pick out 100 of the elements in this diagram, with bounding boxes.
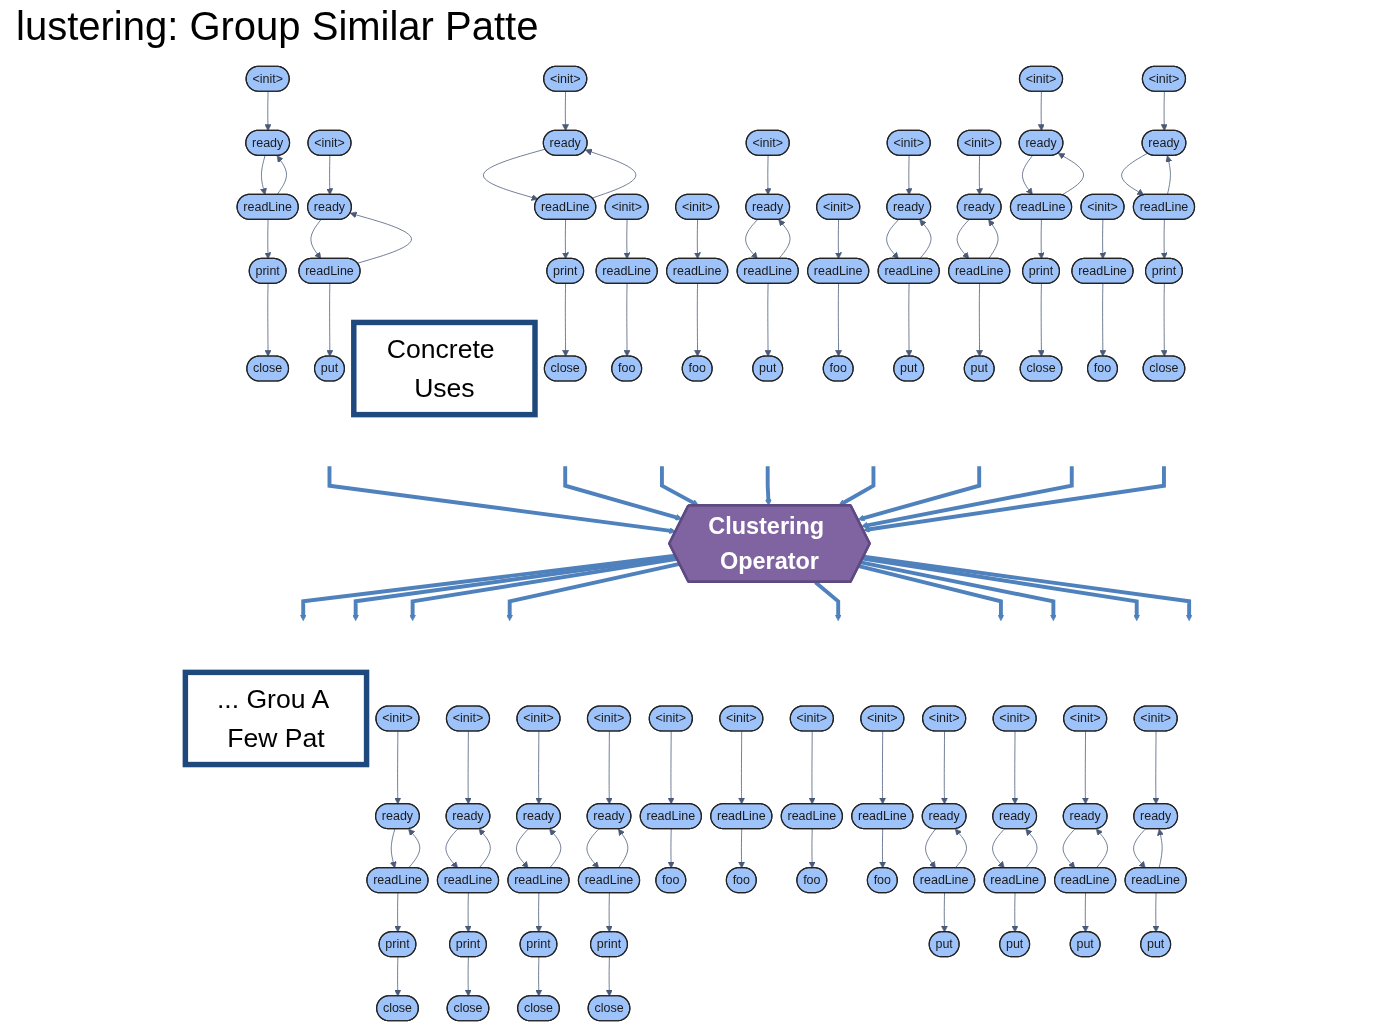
flow-arrow	[858, 564, 1005, 622]
slide-title: lustering: Group Similar Patte	[16, 4, 540, 49]
method-node: print	[378, 931, 417, 958]
method-node: print	[248, 257, 287, 284]
method-node: <init>	[886, 129, 931, 156]
method-node: ready	[1141, 129, 1187, 156]
method-node: print	[1144, 257, 1183, 284]
method-node: <init>	[375, 705, 420, 732]
method-node: ready	[1062, 803, 1108, 830]
method-node: <init>	[307, 129, 352, 156]
method-node: <init>	[992, 705, 1037, 732]
method-node: ready	[445, 803, 491, 830]
method-node: <init>	[586, 705, 632, 732]
method-node: readLine	[780, 803, 843, 830]
method-node: readLine	[1132, 193, 1196, 220]
method-node: ready	[1018, 129, 1064, 156]
method-node: readLine	[851, 803, 914, 830]
method-node: readLine	[983, 867, 1046, 894]
method-node: readLine	[366, 867, 429, 894]
method-node: close	[1142, 355, 1186, 382]
method-node: close	[376, 995, 419, 1022]
method-node: <init>	[675, 193, 720, 220]
method-node: close	[246, 355, 290, 382]
method-node: readLine	[913, 867, 976, 894]
method-node: <init>	[860, 705, 905, 732]
flow-arrow	[863, 554, 1193, 622]
flow-arrow	[838, 466, 876, 506]
method-node: ready	[1133, 803, 1179, 830]
speech-bubble: ... Grou A Few Pat	[182, 669, 370, 768]
operator-hexagon: Clustering Operator	[668, 504, 871, 583]
method-node: <init>	[245, 65, 290, 92]
method-node: close	[543, 355, 587, 382]
method-node: ready	[542, 129, 588, 156]
method-node: readLine	[807, 257, 870, 284]
method-node: <init>	[816, 193, 861, 220]
method-node: <init>	[543, 65, 588, 92]
flow-arrow	[862, 556, 1141, 622]
flow-arrow	[409, 557, 678, 622]
method-node: <init>	[1133, 705, 1178, 732]
method-node: print	[519, 931, 558, 958]
method-node: print	[546, 257, 585, 284]
method-node: foo	[1086, 355, 1118, 382]
flow-arrow	[563, 466, 683, 521]
flow-arrow	[764, 466, 772, 506]
method-node: put	[963, 355, 995, 382]
method-node: ready	[375, 803, 420, 830]
method-node: ready	[956, 193, 1002, 220]
method-node: close	[1019, 355, 1063, 382]
method-node: ready	[992, 803, 1038, 830]
method-node: readLine	[534, 193, 597, 220]
method-node: readLine	[639, 803, 702, 830]
flow-arrow	[860, 560, 1057, 622]
method-node: <init>	[957, 129, 1002, 156]
method-node: readLine	[877, 257, 940, 284]
method-node: <init>	[1141, 65, 1187, 92]
method-node: <init>	[1080, 193, 1125, 220]
method-node: <init>	[516, 705, 561, 732]
method-node: readLine	[710, 803, 773, 830]
method-node: print	[449, 931, 487, 958]
method-node: foo	[796, 867, 828, 894]
method-node: foo	[611, 355, 643, 382]
flow-arrow	[506, 562, 681, 622]
method-node: readLine	[948, 257, 1011, 284]
method-node: put	[1069, 931, 1101, 958]
method-node: put	[752, 355, 784, 382]
method-node: foo	[866, 867, 898, 894]
method-node: ready	[745, 193, 791, 220]
method-node: ready	[516, 803, 561, 830]
flow-arrow	[862, 466, 1166, 533]
method-node: readLine	[595, 257, 658, 284]
method-node: put	[928, 931, 960, 958]
flow-arrow	[857, 466, 982, 522]
method-node: <init>	[604, 193, 649, 220]
method-node: print	[590, 931, 628, 958]
method-node: readLine	[1124, 867, 1187, 894]
method-node: ready	[886, 193, 932, 220]
method-node: <init>	[922, 705, 967, 732]
method-node: <init>	[445, 705, 491, 732]
method-node: foo	[655, 867, 687, 894]
method-node: readLine	[577, 867, 641, 894]
method-node: <init>	[1018, 65, 1064, 92]
method-node: <init>	[719, 705, 764, 732]
method-node: readLine	[1071, 257, 1134, 284]
method-node: ready	[307, 193, 352, 220]
method-node: ready	[921, 803, 967, 830]
method-node: <init>	[789, 705, 834, 732]
method-node: <init>	[1063, 705, 1108, 732]
method-node: put	[999, 931, 1031, 958]
flow-arrow	[659, 466, 699, 506]
method-node: foo	[822, 355, 854, 382]
method-node: readLine	[298, 257, 361, 284]
method-node: close	[446, 995, 490, 1022]
method-node: print	[1022, 257, 1060, 284]
speech-bubble: Concrete Uses	[351, 319, 538, 418]
method-node: put	[313, 355, 345, 382]
method-node: readLine	[236, 193, 299, 220]
method-node: ready	[245, 129, 291, 156]
method-node: put	[1140, 931, 1172, 958]
method-node: readLine	[736, 257, 799, 284]
method-node: close	[517, 995, 560, 1022]
